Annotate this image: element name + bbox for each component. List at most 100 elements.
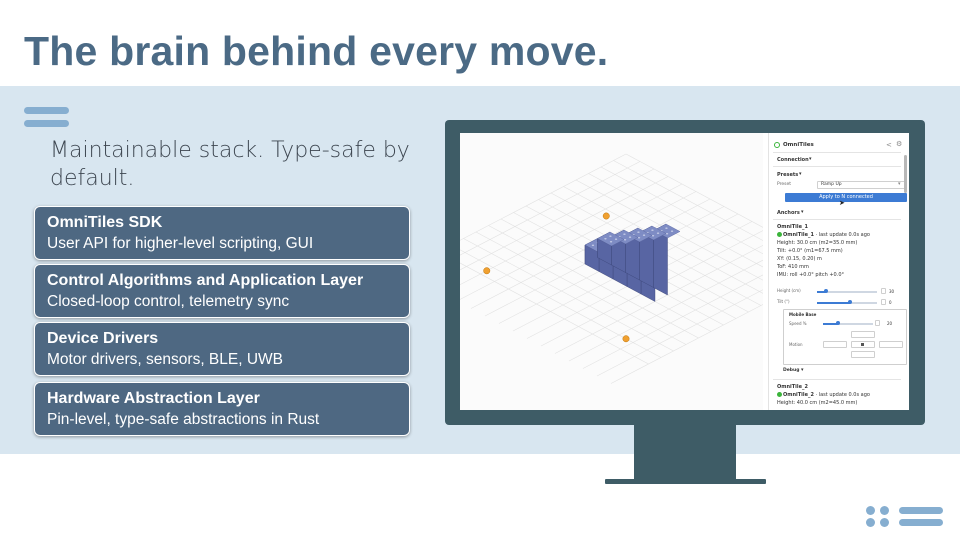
move-backward-button[interactable] <box>851 351 875 358</box>
motion-label: Motion <box>789 342 803 347</box>
height-slider-label: Height (cm) <box>777 288 801 293</box>
divider <box>773 379 901 380</box>
height-slider[interactable] <box>817 289 877 293</box>
section-anchors[interactable]: Anchors <box>777 210 800 216</box>
tile-1-xy: XY: (0.15, 0.20) m <box>777 256 822 262</box>
tile-1-height: Height: 30.0 cm (m2=35.0 mm) <box>777 240 858 246</box>
3d-viewport[interactable] <box>460 133 837 410</box>
chevron-down-icon: ▾ <box>799 171 802 177</box>
move-right-button[interactable] <box>879 341 903 348</box>
decoration-dot <box>880 518 889 527</box>
tilt-input[interactable] <box>881 299 886 305</box>
chevron-down-icon: ▾ <box>801 367 804 373</box>
settings-icon[interactable]: ⚙ <box>896 140 903 148</box>
tile-top-face <box>597 231 625 247</box>
speed-slider[interactable] <box>823 321 873 325</box>
section-presets[interactable]: Presets <box>777 172 799 178</box>
tile-1-status-text: · last update 0.0s ago <box>813 232 870 238</box>
chevron-down-icon: ▾ <box>801 209 804 215</box>
tile-1-status-name: OmniTile_1 <box>783 232 814 238</box>
tile-top-face <box>611 229 639 245</box>
decoration-dot <box>880 506 889 515</box>
preset-value: Ramp Up <box>821 182 842 187</box>
grid-line <box>475 231 687 345</box>
layer-description: Closed-loop control, telemetry sync <box>47 293 290 310</box>
tile-2-height: Height: 40.0 cm (m2=45.0 mm) <box>777 400 858 406</box>
height-value: 30 <box>889 289 895 294</box>
apply-preset-button[interactable]: Apply to N connected <box>785 193 907 202</box>
layer-description: Motor drivers, sensors, BLE, UWB <box>47 351 284 368</box>
tile-2-status-name: OmniTile_2 <box>783 392 814 398</box>
decoration-bar <box>899 519 943 526</box>
tile-peg <box>623 239 627 241</box>
tile-peg <box>637 231 640 233</box>
app-logo-icon <box>774 142 780 148</box>
debug-section[interactable]: Debug <box>783 368 800 373</box>
tile-peg <box>623 233 626 235</box>
chevron-down-icon: ▾ <box>809 156 812 162</box>
stop-icon <box>861 343 864 346</box>
tile-top-face <box>653 223 681 239</box>
layer-description: User API for higher-level scripting, GUI <box>47 235 314 252</box>
monitor-stand-neck <box>634 425 736 479</box>
tile-peg <box>609 235 612 237</box>
layer-device-drivers: Device Drivers Motor drivers, sensors, B… <box>34 322 410 376</box>
tile-1-header[interactable]: OmniTile_1 <box>777 224 808 230</box>
mobile-base-box <box>783 309 907 365</box>
panel-scrollbar[interactable] <box>904 155 907 193</box>
tile-peg <box>604 238 607 240</box>
tile-2-status: OmniTile_2 · last update 0.0s ago <box>777 392 870 398</box>
tile-peg <box>637 237 641 239</box>
layer-title: Device Drivers <box>47 330 159 347</box>
layer-title: Hardware Abstraction Layer <box>47 390 260 407</box>
layer-control-algorithms: Control Algorithms and Application Layer… <box>34 264 410 318</box>
tile-peg <box>651 229 654 231</box>
grid-line <box>488 225 699 339</box>
height-input[interactable] <box>881 288 886 294</box>
grid-line <box>575 179 787 293</box>
move-forward-button[interactable] <box>851 331 875 338</box>
anchor-marker <box>602 212 610 220</box>
tilt-slider[interactable] <box>817 300 877 304</box>
tile-peg <box>651 235 655 237</box>
app-name: OmniTiles <box>783 142 814 148</box>
decoration-bar <box>24 107 69 114</box>
control-panel: OmniTiles < ⚙ Connection ▾ Presets ▾ Pre… <box>768 133 909 410</box>
cursor-icon: ➤ <box>839 199 845 207</box>
stop-button[interactable] <box>851 341 875 348</box>
grid-line <box>460 262 649 365</box>
tile-1-status: OmniTile_1 · last update 0.0s ago <box>777 232 870 238</box>
decoration-bar <box>24 120 69 127</box>
layer-sdk: OmniTiles SDK User API for higher-level … <box>34 206 410 260</box>
tile-1-imu: IMU: roll +0.0° pitch +0.0° <box>777 272 844 278</box>
layer-description: Pin-level, type-safe abstractions in Rus… <box>47 411 320 428</box>
speed-input[interactable] <box>875 320 880 326</box>
tile-peg <box>609 241 613 243</box>
section-connection[interactable]: Connection <box>777 157 809 163</box>
slide-title: The brain behind every move. <box>24 28 609 74</box>
tilt-slider-label: Tilt (°) <box>777 299 790 304</box>
tile-peg <box>670 230 674 232</box>
monitor-stand-base <box>605 479 766 484</box>
move-left-button[interactable] <box>823 341 847 348</box>
tile-peg <box>665 227 668 229</box>
slide-subtitle: Maintainable stack. Type-safe by default… <box>50 138 410 191</box>
tile-peg <box>642 234 646 236</box>
decoration-bar <box>899 507 943 514</box>
tile-top-face <box>639 225 667 241</box>
3d-scene <box>460 153 837 384</box>
tile-2-header[interactable]: OmniTile_2 <box>777 384 808 390</box>
tile-peg <box>665 233 669 235</box>
tile-peg <box>614 238 618 240</box>
tile-peg <box>628 236 632 238</box>
grid-line <box>463 238 674 352</box>
tile-1-tof: ToF: 410 mm <box>777 264 809 270</box>
divider <box>773 166 901 167</box>
app-screenshot: OmniTiles < ⚙ Connection ▾ Presets ▾ Pre… <box>460 133 909 410</box>
tile-2-status-text: · last update 0.0s ago <box>813 392 870 398</box>
speed-label: Speed % <box>789 321 807 326</box>
share-icon[interactable]: < <box>886 141 892 149</box>
chevron-down-icon: ▾ <box>898 181 901 187</box>
tile-top-face <box>625 227 653 243</box>
decoration-dot <box>866 518 875 527</box>
